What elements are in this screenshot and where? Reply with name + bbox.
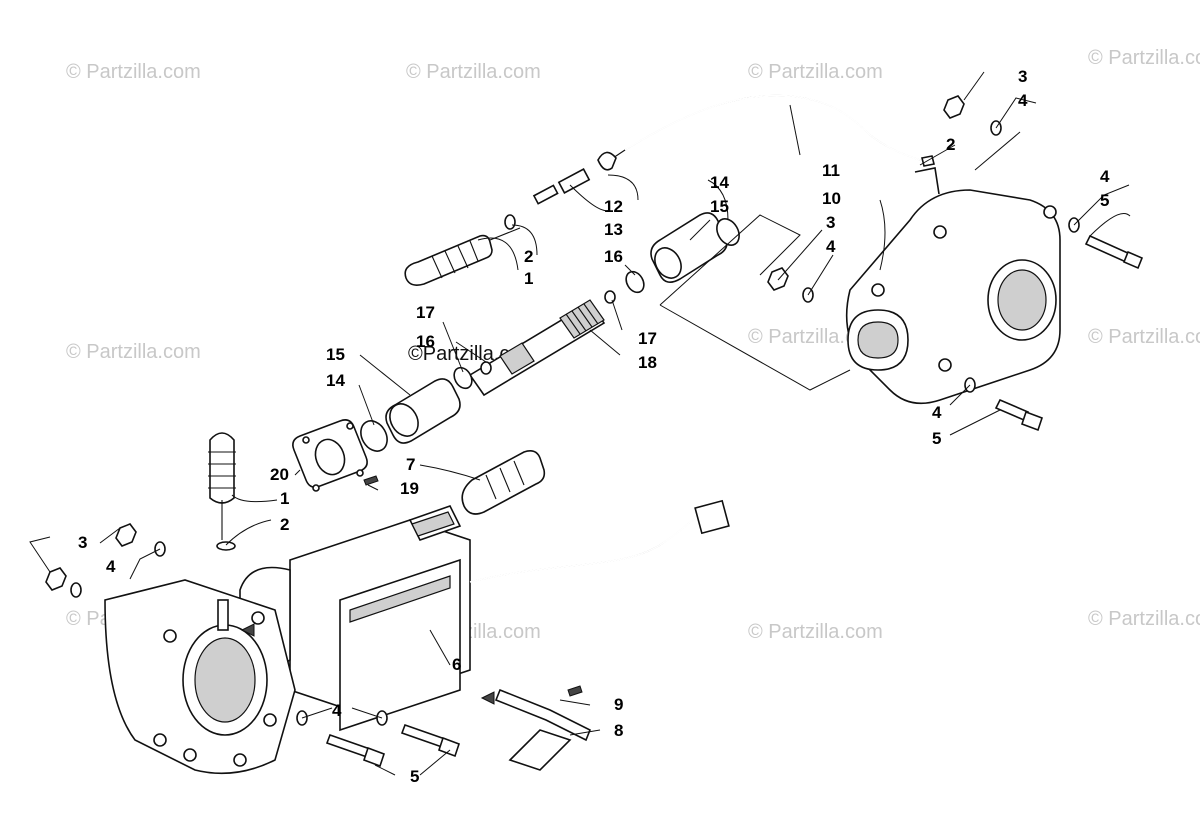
callout-17: 17: [638, 329, 657, 348]
callout-4: 4: [1100, 167, 1110, 186]
callout-10: 10: [822, 189, 841, 208]
boot-left: [385, 378, 461, 444]
bolt-head-lower-right: [1020, 410, 1044, 432]
callout-16: 16: [416, 332, 435, 351]
nut: [115, 523, 137, 547]
snap-ring-left: [453, 366, 473, 390]
bearing-flange: [292, 419, 368, 492]
nut: [45, 567, 67, 591]
callout-20: 20: [270, 465, 289, 484]
callout-1: 1: [280, 489, 289, 508]
boot-middle: [461, 450, 546, 515]
callout-6: 6: [452, 655, 461, 674]
callout-4: 4: [1018, 91, 1028, 110]
bolt-head-left-b: [437, 736, 461, 758]
watermark: © Partzilla.com: [1088, 326, 1200, 348]
flange-screw: [363, 475, 379, 486]
boot-upper: [404, 227, 521, 286]
callout-5: 5: [1100, 191, 1109, 210]
watermark: © Partzilla.com: [66, 341, 201, 363]
callout-14: 14: [326, 371, 345, 390]
bolt-lower-right: [994, 398, 1030, 422]
clip-vertical: [216, 541, 236, 551]
cable-clip: [597, 151, 617, 171]
drive-shaft: [468, 299, 606, 397]
nut-left: [480, 361, 492, 375]
boot-vertical: [208, 432, 236, 540]
watermark: © Partzilla.com: [66, 61, 201, 83]
callout-15: 15: [326, 345, 345, 364]
clip-upper: [504, 214, 516, 230]
transmission-housing: [239, 505, 471, 732]
boot-right: [650, 212, 728, 283]
callout-1: 1: [524, 269, 533, 288]
callout-11: 11: [822, 161, 840, 180]
direction-arrow: [480, 691, 495, 705]
rear-gear-housing: [104, 579, 296, 775]
direction-arrow: [240, 623, 255, 637]
callout-4: 4: [332, 701, 342, 720]
watermark: © Partzilla.com: [1088, 47, 1200, 69]
leader-frame: [659, 214, 801, 306]
callout-2: 2: [524, 247, 533, 266]
callout-3: 3: [78, 533, 87, 552]
mount-bracket-foot: [508, 729, 572, 771]
watermark: © Partzilla.com: [406, 61, 541, 83]
snap-ring-right: [625, 270, 645, 294]
callout-2: 2: [280, 515, 289, 534]
cable-adjuster-nut: [532, 184, 559, 205]
seal-ring-left: [360, 420, 388, 452]
wire-harness: [469, 514, 701, 583]
callout-4: 4: [932, 403, 942, 422]
nut-right: [604, 290, 616, 304]
callout-5: 5: [932, 429, 941, 448]
nut: [943, 95, 965, 119]
bolt-left-b: [400, 723, 447, 749]
callout-3: 3: [1018, 67, 1027, 86]
shift-shaft: [217, 599, 229, 631]
bolt-upper-right: [1084, 234, 1132, 264]
callout-labels: 1 2 13 12 11 10 2 3 4 4 5 3 4 4 5 14 15 …: [78, 67, 1110, 786]
callout-4: 4: [106, 557, 116, 576]
callout-16: 16: [604, 247, 623, 266]
callout-15: 15: [710, 197, 729, 216]
vent-tube: [914, 167, 940, 195]
bolt-head-left-a: [362, 746, 386, 768]
cable-adjuster: [557, 168, 591, 194]
callout-7: 7: [406, 455, 415, 474]
mount-bracket: [494, 688, 592, 742]
callout-2: 2: [946, 135, 955, 154]
leader-frame: [659, 304, 851, 391]
callout-18: 18: [638, 353, 657, 372]
callout-3: 3: [826, 213, 835, 232]
watermark: © Partzilla.com: [748, 621, 883, 643]
callout-14: 14: [710, 173, 729, 192]
callout-8: 8: [614, 721, 623, 740]
callout-19: 19: [400, 479, 419, 498]
callout-13: 13: [604, 220, 623, 239]
front-gear-housing: [845, 189, 1061, 405]
nut: [767, 267, 789, 291]
leader-frame: [974, 131, 1021, 171]
bracket-screw: [567, 685, 583, 697]
wire-connector: [694, 499, 730, 535]
washer: [70, 582, 82, 598]
bolt-left-a: [325, 733, 372, 759]
shift-cable: [624, 94, 921, 161]
callout-17: 17: [416, 303, 435, 322]
callout-5: 5: [410, 767, 419, 786]
callout-9: 9: [614, 695, 623, 714]
watermark: © Partzilla.com: [748, 61, 883, 83]
callout-12: 12: [604, 197, 623, 216]
watermark: © Partzilla.com: [1088, 608, 1200, 630]
bolt-head-upper-right: [1122, 250, 1144, 270]
callout-4: 4: [826, 237, 836, 256]
leader-lines: [29, 71, 1131, 776]
